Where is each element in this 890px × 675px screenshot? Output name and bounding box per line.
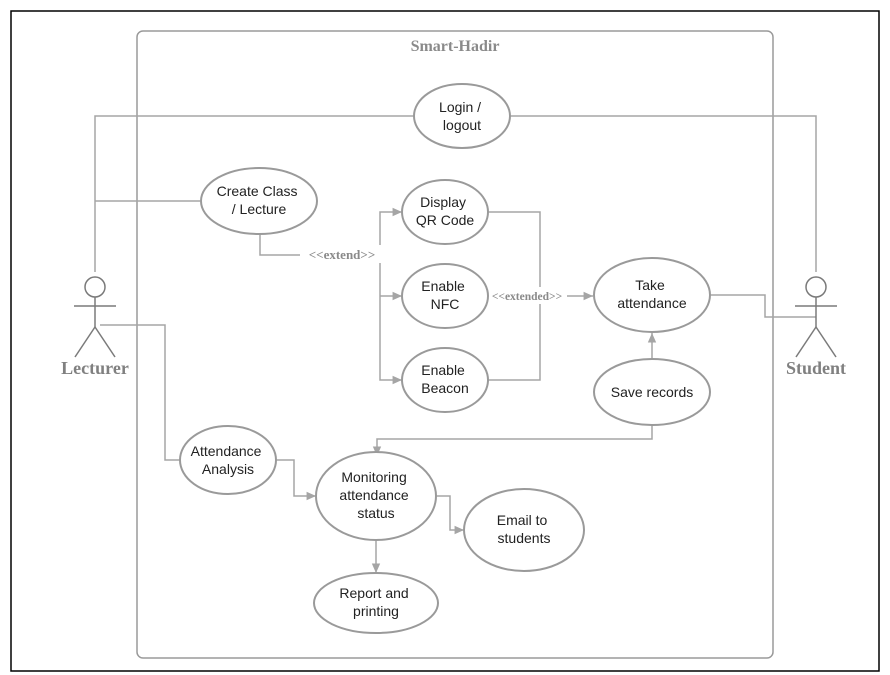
- system-title: Smart-Hadir: [411, 38, 500, 55]
- use-case-login-line-2: logout: [443, 117, 481, 133]
- svg-text:Monitoring attendance: Monitoring attendance status: [339, 469, 412, 521]
- use-case-take-attendance-line-2: attendance: [617, 295, 686, 311]
- lecturer-head-icon: [84, 276, 106, 298]
- use-case-email-students-line-2: students: [498, 530, 551, 546]
- extend-arrow-qr: [379, 207, 402, 217]
- use-case-report-printing-line-1: Report and: [339, 585, 408, 601]
- system-boundary: [136, 30, 774, 659]
- extend-label-bg: [300, 245, 385, 263]
- extended-label: <<extended>>: [492, 291, 562, 303]
- svg-text:Enable Beacon: Enable Beacon: [421, 362, 468, 396]
- use-case-report-printing-line-2: printing: [353, 603, 399, 619]
- actor-lecturer[interactable]: Lecturer: [61, 276, 129, 378]
- use-case-monitoring-status-line-2: attendance: [339, 487, 408, 503]
- use-case-email-students-line-1: Email to: [497, 512, 548, 528]
- lecturer-analysis-link: [100, 324, 180, 461]
- svg-text:Report and printing: Report and printing: [339, 585, 412, 619]
- use-case-monitoring-status[interactable]: Monitoring attendance status: [315, 451, 437, 541]
- svg-text:Save records: Save records: [611, 384, 693, 400]
- use-case-enable-nfc-line-2: NFC: [431, 296, 460, 312]
- connectors: [94, 115, 817, 573]
- use-case-attendance-analysis[interactable]: Attendance Analysis: [179, 425, 277, 495]
- save-to-monitoring-arrow: [372, 425, 653, 456]
- take-attendance-student-link: [710, 294, 816, 318]
- student-label: Student: [786, 358, 846, 378]
- use-case-email-students[interactable]: Email to students: [463, 488, 585, 572]
- extend-label: <<extend>>: [309, 247, 375, 262]
- use-case-display-qr[interactable]: Display QR Code: [401, 179, 489, 245]
- use-case-create-class[interactable]: Create Class / Lecture: [200, 167, 318, 235]
- use-case-create-class-line-1: Create Class: [217, 183, 298, 199]
- svg-text:Display QR Code: Display QR Code: [416, 194, 475, 228]
- use-case-report-printing[interactable]: Report and printing: [313, 572, 439, 634]
- use-case-enable-nfc[interactable]: Enable NFC: [401, 263, 489, 329]
- use-case-attendance-analysis-line-2: Analysis: [202, 461, 254, 477]
- use-case-enable-beacon-line-2: Beacon: [421, 380, 468, 396]
- svg-text:Login / logout: Login / logout: [439, 99, 485, 133]
- svg-text:Email to students: Email to students: [497, 512, 551, 546]
- svg-text:Take attendance: Take attendance: [617, 277, 686, 311]
- outer-frame: [10, 10, 880, 672]
- analysis-to-monitoring-arrow: [276, 459, 316, 501]
- lecturer-label: Lecturer: [61, 358, 129, 378]
- extended-label-bg: [488, 287, 567, 304]
- use-case-monitoring-status-line-1: Monitoring: [341, 469, 406, 485]
- svg-text:Enable NFC: Enable NFC: [421, 278, 468, 312]
- use-case-save-records[interactable]: Save records: [593, 358, 711, 426]
- extend-arrow-beacon: [379, 255, 402, 385]
- extend-connector-left: [259, 235, 300, 256]
- use-case-enable-beacon-line-1: Enable: [421, 362, 465, 378]
- use-case-display-qr-line-1: Display: [420, 194, 466, 210]
- use-case-create-class-line-2: / Lecture: [232, 201, 287, 217]
- use-case-enable-nfc-line-1: Enable: [421, 278, 465, 294]
- lecturer-left-leg: [74, 326, 96, 358]
- lecturer-right-leg: [94, 326, 116, 358]
- use-case-login-line-1: Login /: [439, 99, 481, 115]
- use-case-monitoring-status-line-3: status: [357, 505, 394, 521]
- use-case-enable-beacon[interactable]: Enable Beacon: [401, 347, 489, 413]
- use-case-take-attendance-line-1: Take: [635, 277, 665, 293]
- student-right-leg: [815, 326, 837, 358]
- use-case-attendance-analysis-line-1: Attendance: [191, 443, 262, 459]
- login-student-link: [510, 115, 817, 272]
- use-case-display-qr-line-2: QR Code: [416, 212, 475, 228]
- svg-text:Create Class / Lecture: Create Class / Lecture: [217, 183, 302, 217]
- use-case-take-attendance[interactable]: Take attendance: [593, 257, 711, 333]
- use-case-save-records-line-1: Save records: [611, 384, 693, 400]
- use-case-login[interactable]: Login / logout: [413, 83, 511, 149]
- monitoring-to-email-arrow: [436, 495, 464, 535]
- actor-student[interactable]: Student: [786, 276, 846, 378]
- lecturer-login-link: [94, 115, 414, 272]
- student-left-leg: [795, 326, 817, 358]
- svg-text:Attendance Analysis: Attendance Analysis: [191, 443, 266, 477]
- student-head-icon: [805, 276, 827, 298]
